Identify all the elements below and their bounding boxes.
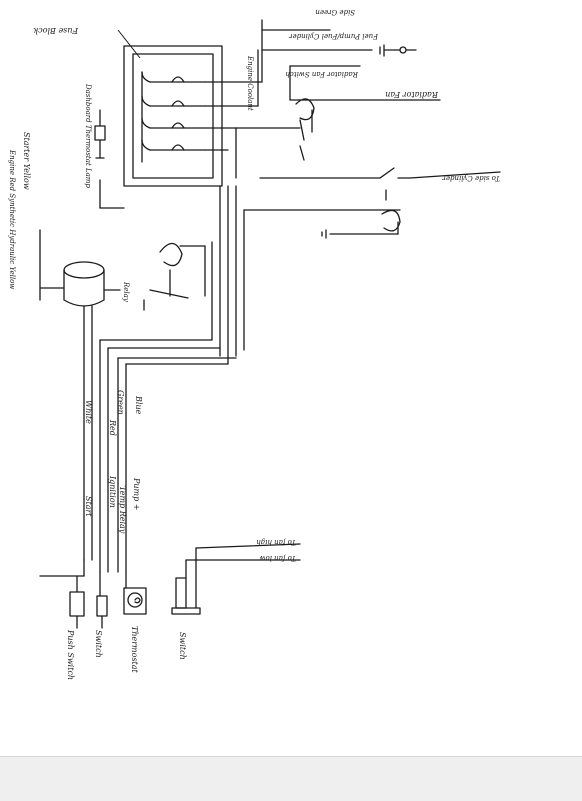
fuse-3 [141, 117, 206, 129]
label-pump: Pump + [132, 477, 141, 511]
label-fuse-block: Fuse Block [33, 26, 79, 35]
label-temp-relay: Temp Relay [118, 486, 127, 534]
label-engine-oil: Engine Red Synthetic Hydraulic Yellow [8, 149, 16, 289]
label-dashboard-lamp: Dashboard Thermostat Lamp [84, 83, 92, 188]
label-starter: Starter Yellow [22, 132, 31, 190]
label-to-cylinder: To side Cylinder [442, 174, 500, 182]
fuse-4 [141, 139, 206, 151]
fuse-1 [141, 71, 206, 83]
label-start: Start [84, 496, 93, 517]
label-ignition: Ignition [108, 475, 117, 508]
fuse-2 [141, 95, 206, 107]
fuse-outputs [204, 19, 301, 151]
label-switch-b: Switch [178, 632, 187, 660]
labels: Fuse Block Side Green Fuel Pump/Fuel Cyl… [8, 8, 500, 680]
label-push-switch: Push Switch [66, 629, 75, 680]
radiator-fan-switch [289, 65, 441, 161]
starter-relay [143, 242, 206, 311]
label-wire-red: Red [108, 419, 117, 436]
label-engine-coolant: Engine Coolant [246, 55, 254, 111]
thermostat-gauge [123, 571, 147, 615]
dashboard-lamp [94, 109, 125, 209]
label-wire-blue: Blue [134, 395, 143, 415]
fuse-block-leader [117, 29, 141, 59]
label-wire-green: Green [116, 390, 125, 415]
label-to-fan-high: To fan high [256, 538, 296, 546]
label-to-fan-low: To fan low [259, 554, 296, 562]
label-thermostat: Thermostat [130, 626, 139, 674]
push-switch [39, 559, 85, 629]
switch-a [96, 571, 108, 629]
wiring-diagram: Fuse Block Side Green Fuel Pump/Fuel Cyl… [8, 8, 501, 680]
label-side-green: Side Green [315, 8, 355, 16]
fuel-pump-branch [261, 29, 417, 57]
label-radiator-fan: Radiator Fan [385, 90, 439, 99]
starter-motor [39, 229, 121, 307]
label-radiator-fan-switch: Radiator Fan Switch [285, 70, 359, 78]
switch-b [171, 543, 301, 615]
label-relay: Relay [122, 281, 130, 303]
label-wire-white: White [84, 400, 93, 424]
harness-trunk [83, 185, 401, 573]
label-fuel-pump: Fuel Pump/Fuel Cylinder [288, 32, 379, 40]
cylinder-relay [235, 127, 501, 239]
fuse-block [123, 45, 223, 187]
label-switch-a: Switch [94, 630, 103, 658]
bottom-margin [0, 756, 582, 801]
